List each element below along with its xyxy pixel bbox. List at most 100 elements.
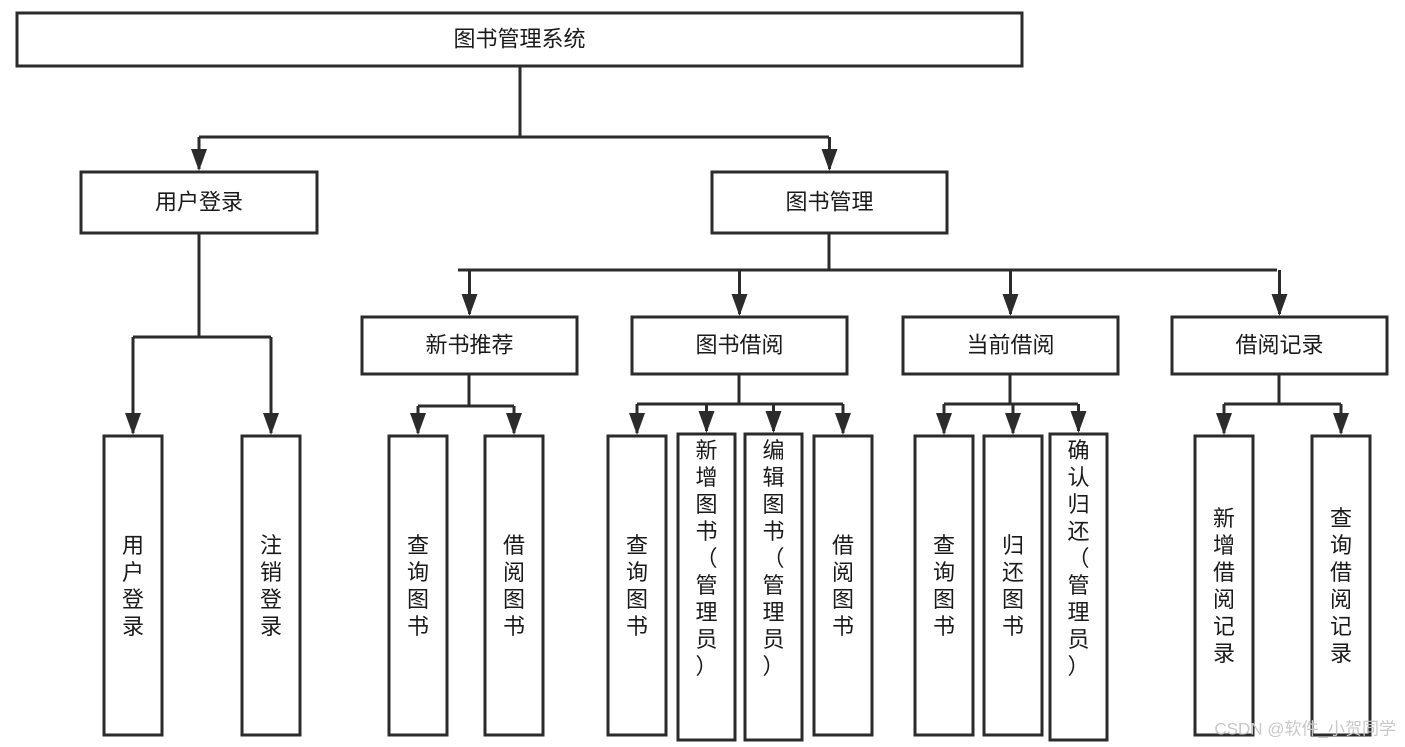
node-box-leaf-logout[interactable] bbox=[240, 434, 302, 737]
svg-text:）: ） bbox=[695, 654, 717, 679]
node-box-leaf-query-record[interactable] bbox=[1310, 434, 1372, 737]
svg-text:借: 借 bbox=[832, 533, 854, 558]
svg-text:新: 新 bbox=[695, 438, 717, 463]
svg-text:登: 登 bbox=[122, 587, 144, 612]
node-book-manage[interactable]: 图书管理 bbox=[710, 170, 949, 235]
svg-text:阅: 阅 bbox=[1213, 587, 1235, 612]
node-box-new-book-rec[interactable] bbox=[360, 315, 579, 376]
node-box-leaf-query-book-borrow[interactable] bbox=[606, 434, 668, 737]
svg-text:户: 户 bbox=[122, 560, 144, 585]
node-box-borrow-record[interactable] bbox=[1170, 315, 1389, 376]
node-root[interactable]: 图书管理系统 bbox=[15, 11, 1024, 68]
node-box-book-manage[interactable] bbox=[710, 170, 949, 235]
node-box-leaf-borrow-book[interactable] bbox=[812, 434, 874, 737]
connector-layer bbox=[125, 66, 1349, 435]
node-book-borrow[interactable]: 图书借阅 bbox=[630, 315, 849, 376]
svg-text:用: 用 bbox=[122, 533, 144, 558]
arrow-head-icon-leaf-query-book-current bbox=[936, 413, 952, 435]
node-new-book-rec[interactable]: 新书推荐 bbox=[360, 315, 579, 376]
svg-text:询: 询 bbox=[626, 560, 648, 585]
node-box-root[interactable] bbox=[15, 11, 1024, 68]
node-box-leaf-borrow-book-rec[interactable] bbox=[483, 434, 545, 737]
svg-text:理: 理 bbox=[695, 600, 717, 625]
svg-text:录: 录 bbox=[1213, 641, 1235, 666]
svg-text:录: 录 bbox=[260, 614, 282, 639]
arrow-head-icon-leaf-edit-book bbox=[765, 411, 782, 433]
svg-text:还: 还 bbox=[1067, 519, 1089, 544]
svg-text:还: 还 bbox=[1002, 560, 1024, 585]
node-leaf-user-login[interactable]: 用户登录 bbox=[102, 434, 164, 737]
node-box-leaf-add-record[interactable] bbox=[1193, 434, 1255, 737]
svg-text:）: ） bbox=[762, 654, 784, 679]
svg-text:图: 图 bbox=[832, 587, 854, 612]
node-box-user-login[interactable] bbox=[79, 170, 319, 235]
node-box-leaf-add-book[interactable] bbox=[676, 432, 737, 742]
svg-text:查: 查 bbox=[933, 533, 955, 558]
svg-text:归: 归 bbox=[1002, 533, 1024, 558]
svg-text:登: 登 bbox=[260, 587, 282, 612]
svg-text:查: 查 bbox=[407, 533, 429, 558]
node-box-leaf-confirm-return[interactable] bbox=[1048, 432, 1109, 742]
svg-text:书: 书 bbox=[503, 614, 525, 639]
node-label-new-book-rec: 新书推荐 bbox=[425, 332, 513, 357]
svg-text:员: 员 bbox=[695, 627, 717, 652]
node-box-book-borrow[interactable] bbox=[630, 315, 849, 376]
svg-text:图: 图 bbox=[762, 492, 784, 517]
node-label-book-borrow: 图书借阅 bbox=[695, 332, 783, 357]
svg-text:书: 书 bbox=[933, 614, 955, 639]
svg-text:书: 书 bbox=[1002, 614, 1024, 639]
arrow-head-icon-leaf-return-book bbox=[1005, 413, 1021, 435]
node-box-leaf-edit-book[interactable] bbox=[743, 432, 804, 742]
svg-text:编: 编 bbox=[762, 438, 784, 463]
svg-text:录: 录 bbox=[122, 614, 144, 639]
node-box-leaf-return-book[interactable] bbox=[982, 434, 1044, 737]
arrow-head-icon-book-borrow bbox=[731, 294, 748, 316]
node-box-current-borrow[interactable] bbox=[901, 315, 1120, 376]
svg-text:查: 查 bbox=[626, 533, 648, 558]
svg-text:）: ） bbox=[1067, 654, 1089, 679]
node-box-leaf-user-login[interactable] bbox=[102, 434, 164, 737]
svg-text:询: 询 bbox=[933, 560, 955, 585]
svg-text:员: 员 bbox=[1067, 627, 1089, 652]
arrow-head-icon-book-manage bbox=[821, 149, 838, 171]
node-borrow-record[interactable]: 借阅记录 bbox=[1170, 315, 1389, 376]
svg-text:（: （ bbox=[695, 546, 717, 571]
svg-text:书: 书 bbox=[626, 614, 648, 639]
svg-text:认: 认 bbox=[1067, 465, 1089, 490]
node-box-leaf-query-book-current[interactable] bbox=[913, 434, 975, 737]
svg-text:管: 管 bbox=[1067, 573, 1089, 598]
svg-text:（: （ bbox=[762, 546, 784, 571]
node-label-root: 图书管理系统 bbox=[453, 26, 585, 51]
node-user-login[interactable]: 用户登录 bbox=[79, 170, 319, 235]
arrow-head-icon-current-borrow bbox=[1002, 294, 1019, 316]
svg-text:员: 员 bbox=[762, 627, 784, 652]
arrow-head-icon-leaf-add-record bbox=[1216, 413, 1232, 435]
svg-text:图: 图 bbox=[503, 587, 525, 612]
svg-text:新: 新 bbox=[1213, 506, 1235, 531]
arrow-head-icon-leaf-add-book bbox=[698, 411, 715, 433]
node-current-borrow[interactable]: 当前借阅 bbox=[901, 315, 1120, 376]
node-box-leaf-query-book-rec[interactable] bbox=[387, 434, 449, 737]
svg-text:记: 记 bbox=[1330, 614, 1352, 639]
arrow-head-icon-user-login bbox=[191, 149, 207, 171]
